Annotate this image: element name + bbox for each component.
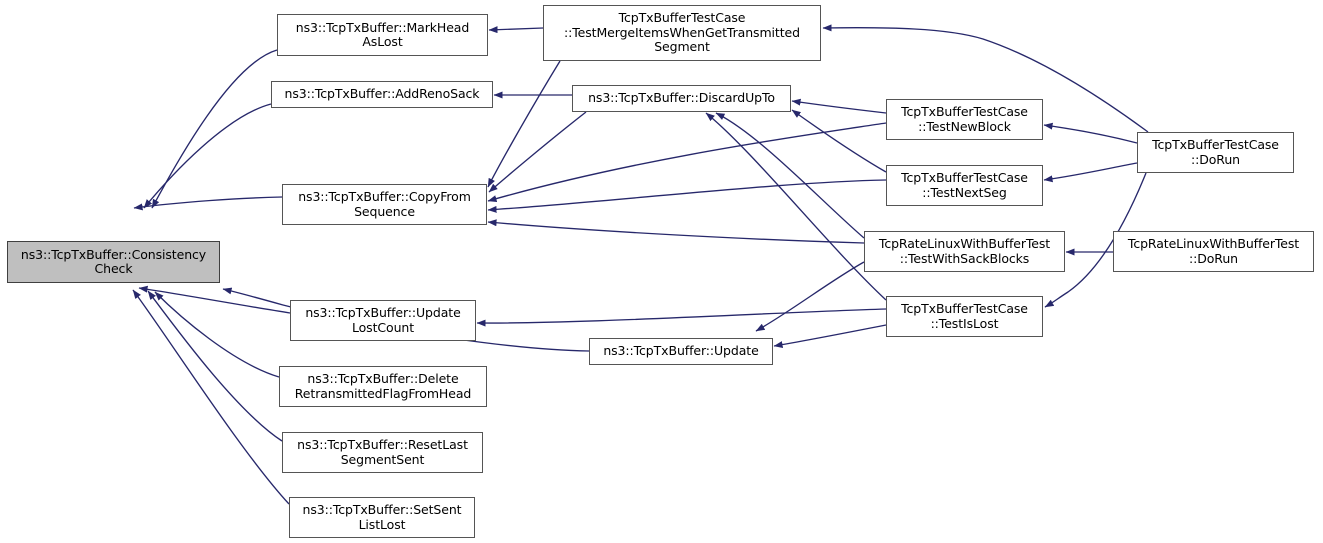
call-edge-test-is-lost-to-update-lost-count — [476, 308, 887, 327]
graph-node-tcp-tx-buffer-test-case-do-run[interactable]: TcpTxBufferTestCase ::DoRun — [1137, 132, 1294, 173]
call-edge-test-with-sack-blocks-to-update — [755, 261, 865, 332]
call-edge-test-new-block-to-copy-from-sequence — [487, 122, 887, 202]
call-edge-test-merge-items-when-get-transmitted-segment-to-copy-from-sequence — [487, 60, 561, 188]
call-edge-tcp-tx-buffer-test-case-do-run-to-test-new-block — [1043, 122, 1138, 144]
call-edge-delete-retransmitted-flag-from-head-to-consistency-check — [154, 291, 280, 378]
call-edge-test-with-sack-blocks-to-copy-from-sequence — [487, 219, 865, 244]
graph-node-test-merge-items-when-get-transmitted-segment[interactable]: TcpTxBufferTestCase ::TestMergeItemsWhen… — [543, 5, 821, 61]
graph-node-update-lost-count[interactable]: ns3::TcpTxBuffer::Update LostCount — [290, 300, 476, 341]
graph-node-consistency-check[interactable]: ns3::TcpTxBuffer::Consistency Check — [7, 241, 220, 283]
graph-node-tcp-rate-linux-with-buffer-test-do-run[interactable]: TcpRateLinuxWithBufferTest ::DoRun — [1113, 231, 1314, 272]
call-edge-mark-head-as-lost-to-consistency-check — [151, 49, 278, 209]
call-edge-tcp-tx-buffer-test-case-do-run-to-test-next-seg — [1043, 162, 1138, 183]
call-edge-test-new-block-to-discard-up-to — [791, 98, 887, 114]
graph-node-delete-retransmitted-flag-from-head[interactable]: ns3::TcpTxBuffer::Delete RetransmittedFl… — [279, 366, 487, 407]
call-edge-update-lost-count-to-consistency-check — [138, 285, 291, 314]
call-edge-test-is-lost-to-update — [773, 324, 887, 349]
graph-node-reset-last-segment-sent[interactable]: ns3::TcpTxBuffer::ResetLast SegmentSent — [282, 432, 483, 473]
graph-node-add-reno-sack[interactable]: ns3::TcpTxBuffer::AddRenoSack — [271, 81, 493, 108]
call-edge-add-reno-sack-to-consistency-check — [143, 103, 272, 209]
call-edge-test-is-lost-to-discard-up-to — [705, 112, 887, 301]
graph-node-set-sent-list-lost[interactable]: ns3::TcpTxBuffer::SetSent ListLost — [289, 497, 475, 538]
call-edge-copy-from-sequence-to-consistency-check — [133, 196, 283, 211]
call-edge-test-with-sack-blocks-to-discard-up-to — [715, 112, 865, 239]
call-edge-test-next-seg-to-discard-up-to — [791, 109, 887, 173]
graph-node-test-with-sack-blocks[interactable]: TcpRateLinuxWithBufferTest ::TestWithSac… — [864, 231, 1065, 272]
call-edge-test-next-seg-to-copy-from-sequence — [487, 179, 887, 213]
graph-node-discard-up-to[interactable]: ns3::TcpTxBuffer::DiscardUpTo — [572, 85, 791, 112]
graph-node-mark-head-as-lost[interactable]: ns3::TcpTxBuffer::MarkHead AsLost — [277, 14, 488, 56]
graph-node-test-new-block[interactable]: TcpTxBufferTestCase ::TestNewBlock — [886, 99, 1043, 140]
call-edge-discard-up-to-to-copy-from-sequence — [488, 111, 587, 193]
graph-node-copy-from-sequence[interactable]: ns3::TcpTxBuffer::CopyFrom Sequence — [282, 184, 487, 225]
call-edge-test-merge-items-when-get-transmitted-segment-to-mark-head-as-lost — [488, 26, 544, 34]
graph-node-test-is-lost[interactable]: TcpTxBufferTestCase ::TestIsLost — [886, 296, 1043, 337]
call-edge-reset-last-segment-sent-to-consistency-check — [147, 290, 283, 442]
graph-node-test-next-seg[interactable]: TcpTxBufferTestCase ::TestNextSeg — [886, 165, 1043, 206]
call-edge-set-sent-list-lost-to-consistency-check — [132, 289, 290, 505]
graph-node-update[interactable]: ns3::TcpTxBuffer::Update — [589, 338, 773, 365]
